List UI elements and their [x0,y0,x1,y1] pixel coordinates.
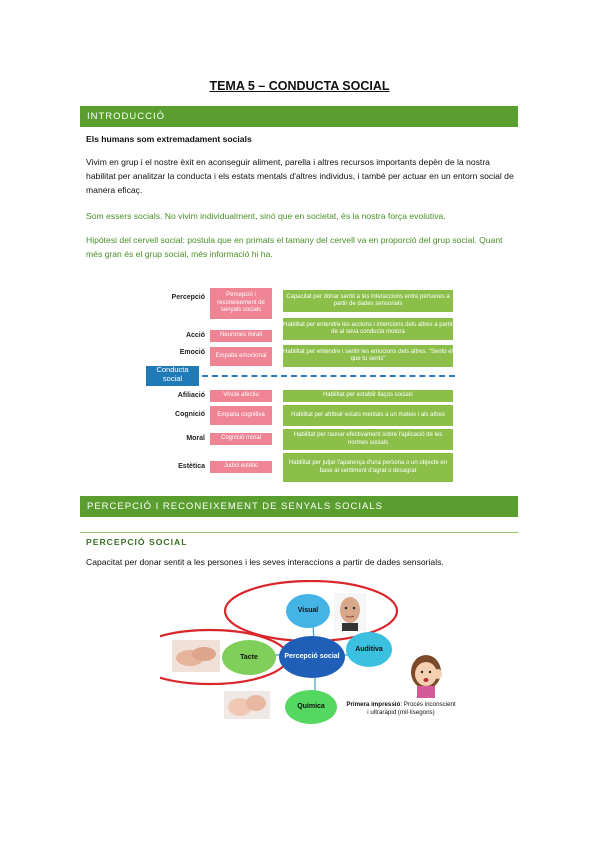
primera-impressio-note: Primera impressió: Procés inconscient i … [345,701,457,717]
page-title: TEMA 5 – CONDUCTA SOCIAL [209,79,390,93]
pink-box: Vincle afectiu [210,390,272,402]
paragraph-4: Hipòtesi del cervell social: postula que… [86,235,503,259]
paragraph-1: Els humans som extremadament socials [86,134,252,144]
percepcio-social-node: Percepció social [279,636,345,678]
green-box: Habilitat per atribuir estats mentals a … [283,405,453,426]
row-label: Emoció [179,349,205,356]
pink-box: Judici estètic [210,461,272,473]
pink-box: Empatia emocional [210,347,272,366]
green-box: Habilitat per entendre i sentir les emoc… [283,345,453,367]
pink-box: Percepció i reconeixement de senyals soc… [210,288,272,319]
row-label: Estètica [178,463,205,470]
note-bold: Primera impressió [346,701,401,708]
green-box: Habilitat per entendre les accions i int… [283,318,453,340]
pink-box: Cognició moral [210,433,272,445]
note-rest: : Procés inconscient i ultraràpid (mil·l… [367,701,456,716]
row-label: Acció [185,332,205,339]
row-label: Percepció [171,294,205,301]
dashed-divider [202,375,455,377]
visual-node: Visual [286,594,330,628]
conducta-social-label: Conducta social [146,365,199,386]
man-face-icon [334,593,366,631]
green-box: Habilitat per establir llaços socials [283,390,453,402]
green-box: Habilitat per raonar efectivament sobre … [283,429,453,450]
subsection-line [80,532,518,533]
pink-box: Neurones mirall [210,330,272,342]
section-bar-percepcio: PERCEPCIÓ I RECONEIXEMENT DE SENYALS SOC… [80,496,518,517]
quimica-node: Química [285,690,337,724]
row-label: Moral [186,435,205,442]
subsection-title: PERCEPCIÓ SOCIAL [86,537,188,547]
section-bar-intro: INTRODUCCIÓ [80,106,518,127]
auditiva-node: Auditiva [346,632,392,667]
tacte-node: Tacte [222,640,276,675]
green-box: Habilitat per jutjar l'aparença d'una pe… [283,453,453,482]
row-label: Afiliació [177,392,205,399]
hands-touch-icon [172,640,220,672]
listening-girl-icon [411,655,442,698]
green-box: Capacitat per donar sentit a les interac… [283,290,453,312]
paragraph-3: Som essers socials. No vivim individualm… [86,211,446,221]
row-label: Cognició [175,411,205,418]
paragraph-5: Capacitat per donar sentit a les persone… [86,557,444,567]
paragraph-2: Vivim en grup i el nostre èxit en aconse… [86,157,514,195]
baby-smell-icon [224,691,270,719]
pink-box: Empatia cognitiva [210,406,272,425]
